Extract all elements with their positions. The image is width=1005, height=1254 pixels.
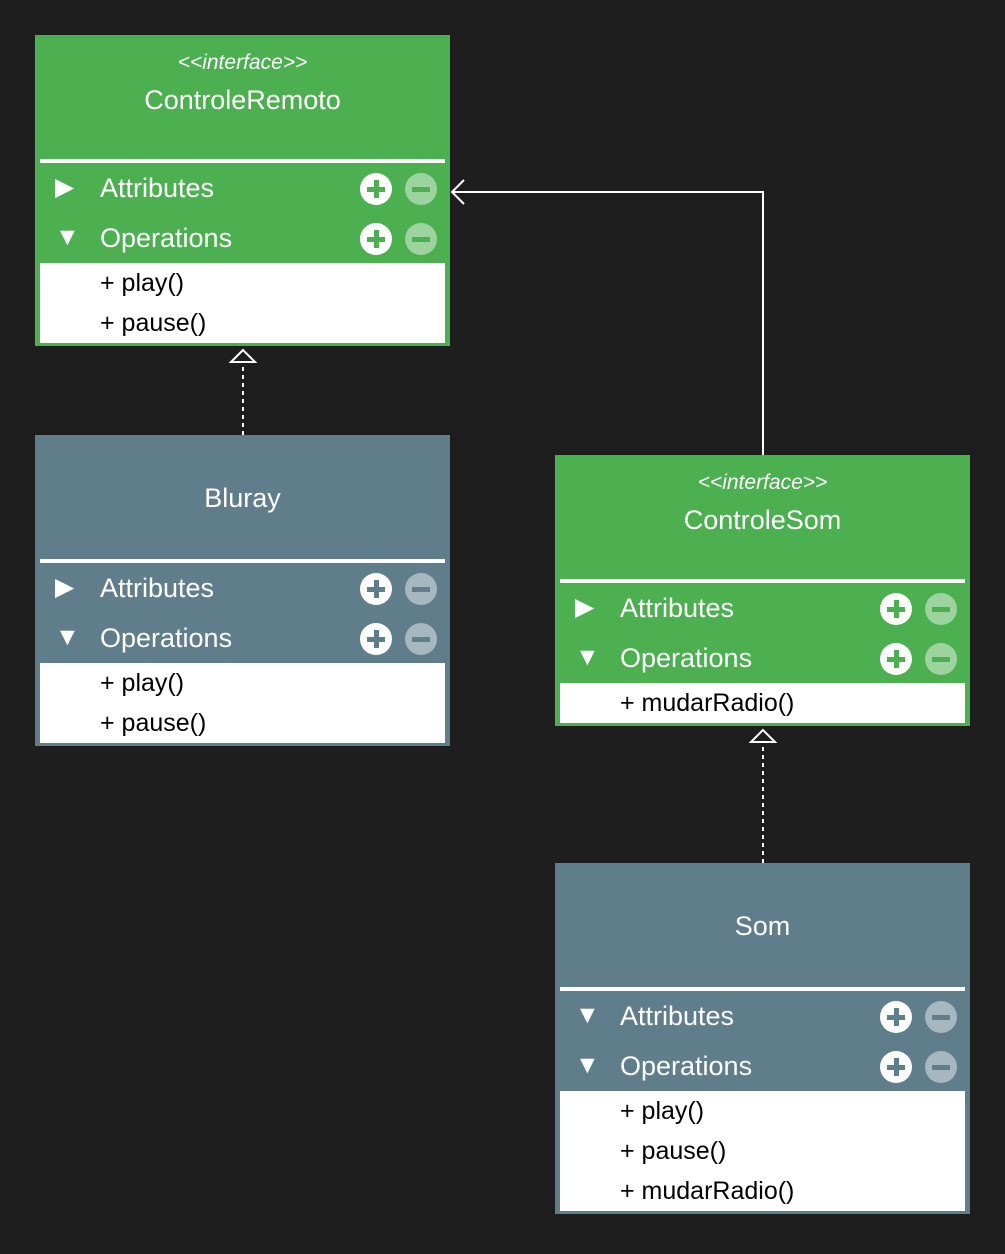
attributes-label: Attributes xyxy=(100,573,215,603)
operations-label: Operations xyxy=(100,623,233,653)
operation-item[interactable]: + play() xyxy=(100,269,185,297)
operation-item[interactable]: + play() xyxy=(620,1097,705,1125)
add-attribute-button[interactable] xyxy=(880,593,912,625)
operation-item[interactable]: + pause() xyxy=(100,709,207,737)
remove-attribute-button[interactable] xyxy=(925,593,957,625)
remove-operation-button[interactable] xyxy=(405,623,437,655)
class-header: Bluray xyxy=(35,435,450,563)
operation-item[interactable]: + pause() xyxy=(620,1137,727,1165)
attributes-section: ▶ Attributes xyxy=(555,583,970,633)
collapse-triangle-icon[interactable]: ▼ xyxy=(55,223,80,251)
header-divider xyxy=(40,159,445,163)
class-controlesom[interactable]: <<interface>> ControleSom ▶ Attributes ▼… xyxy=(555,455,970,726)
operations-list: + mudarRadio() xyxy=(560,683,965,723)
attributes-label: Attributes xyxy=(620,593,735,623)
attributes-label: Attributes xyxy=(620,1001,735,1031)
add-operation-button[interactable] xyxy=(360,623,392,655)
realization-bluray-to-controleremoto xyxy=(228,348,258,435)
operations-label: Operations xyxy=(620,643,753,673)
operation-item[interactable]: + play() xyxy=(100,669,185,697)
generalization-controlesom-to-controleremoto xyxy=(450,179,764,455)
operations-label: Operations xyxy=(100,223,233,253)
stereotype-label: <<interface>> xyxy=(177,51,308,74)
class-controleremoto[interactable]: <<interface>> ControleRemoto ▶ Attribute… xyxy=(35,35,450,346)
collapse-triangle-icon[interactable]: ▼ xyxy=(575,1051,600,1079)
expand-triangle-icon[interactable]: ▶ xyxy=(55,573,75,601)
class-name[interactable]: Bluray xyxy=(204,483,281,513)
header-divider xyxy=(560,987,965,991)
add-operation-button[interactable] xyxy=(880,643,912,675)
remove-operation-button[interactable] xyxy=(405,223,437,255)
operations-section: ▼ Operations xyxy=(555,1041,970,1091)
operation-item[interactable]: + mudarRadio() xyxy=(620,1177,795,1205)
class-header: <<interface>> ControleRemoto xyxy=(35,35,450,163)
class-header: <<interface>> ControleSom xyxy=(555,455,970,583)
attributes-label: Attributes xyxy=(100,173,215,203)
operation-item[interactable]: + pause() xyxy=(100,309,207,337)
class-name[interactable]: Som xyxy=(734,911,791,941)
operations-list: + play() + pause() xyxy=(40,663,445,743)
class-name[interactable]: ControleRemoto xyxy=(144,85,341,115)
add-attribute-button[interactable] xyxy=(880,1001,912,1033)
add-attribute-button[interactable] xyxy=(360,173,392,205)
operations-section: ▼ Operations xyxy=(35,213,450,263)
collapse-triangle-icon[interactable]: ▼ xyxy=(55,623,80,651)
remove-attribute-button[interactable] xyxy=(405,173,437,205)
class-som[interactable]: Som ▼ Attributes ▼ Operations + play() +… xyxy=(555,863,970,1214)
add-attribute-button[interactable] xyxy=(360,573,392,605)
remove-attribute-button[interactable] xyxy=(405,573,437,605)
expand-triangle-icon[interactable]: ▶ xyxy=(55,173,75,201)
attributes-section: ▼ Attributes xyxy=(555,991,970,1041)
collapse-triangle-icon[interactable]: ▼ xyxy=(575,1001,600,1029)
remove-attribute-button[interactable] xyxy=(925,1001,957,1033)
header-divider xyxy=(560,579,965,583)
class-header: Som xyxy=(555,863,970,991)
remove-operation-button[interactable] xyxy=(925,1051,957,1083)
expand-triangle-icon[interactable]: ▶ xyxy=(575,593,595,621)
class-bluray[interactable]: Bluray ▶ Attributes ▼ Operations + play(… xyxy=(35,435,450,746)
attributes-section: ▶ Attributes xyxy=(35,163,450,213)
add-operation-button[interactable] xyxy=(360,223,392,255)
class-name[interactable]: ControleSom xyxy=(683,505,842,535)
stereotype-label: <<interface>> xyxy=(697,471,828,494)
remove-operation-button[interactable] xyxy=(925,643,957,675)
realization-som-to-controlesom xyxy=(748,728,778,863)
operations-section: ▼ Operations xyxy=(35,613,450,663)
attributes-section: ▶ Attributes xyxy=(35,563,450,613)
operations-label: Operations xyxy=(620,1051,753,1081)
collapse-triangle-icon[interactable]: ▼ xyxy=(575,643,600,671)
operation-item[interactable]: + mudarRadio() xyxy=(620,689,795,717)
operations-section: ▼ Operations xyxy=(555,633,970,683)
operations-list: + play() + pause() xyxy=(40,263,445,343)
header-divider xyxy=(40,559,445,563)
operations-list: + play() + pause() + mudarRadio() xyxy=(560,1091,965,1211)
add-operation-button[interactable] xyxy=(880,1051,912,1083)
